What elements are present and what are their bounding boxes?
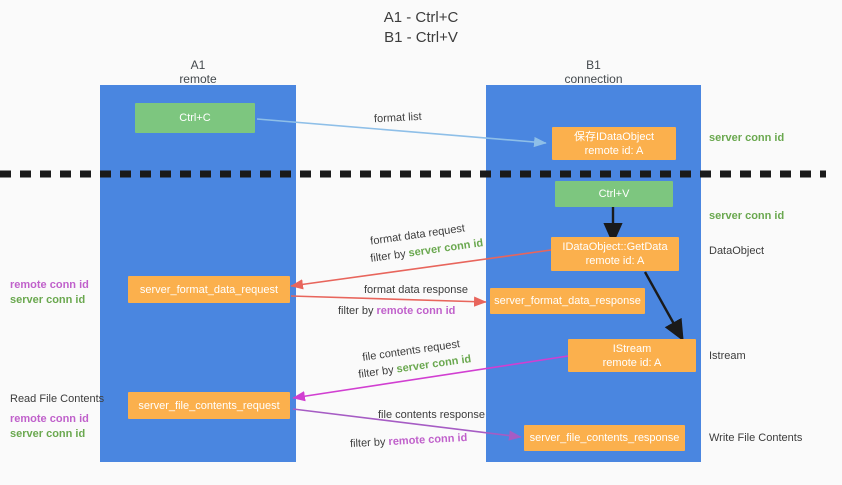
- node-idataobject-getdata[interactable]: IDataObject::GetData remote id: A: [551, 237, 679, 271]
- diagram-title: A1 - Ctrl+C B1 - Ctrl+V: [383, 9, 459, 46]
- left-label-read-file-contents: Read File Contents: [10, 393, 105, 405]
- filter-prefix: filter by: [338, 305, 377, 317]
- edge-label-file-contents-response-filter: filter by remote conn id: [350, 431, 468, 452]
- column-a1-header: A1 remote: [179, 58, 217, 86]
- left-label-conn-ids-1: remote conn id server conn id: [10, 278, 89, 308]
- right-label-server-conn-id-mid: server conn id: [709, 210, 785, 222]
- filter-prefix: filter by: [369, 247, 410, 265]
- left-label-server-conn-id-2: server conn id: [10, 428, 86, 440]
- edge-label-format-data-response-filter: filter by remote conn id: [338, 304, 455, 319]
- node-istream[interactable]: IStream remote id: A: [568, 339, 696, 372]
- node-save-idataobject[interactable]: 保存IDataObject remote id: A: [552, 127, 676, 160]
- node-ctrl-c[interactable]: Ctrl+C: [135, 103, 255, 133]
- column-b1-header: B1 connection: [564, 58, 623, 86]
- node-server-format-data-response[interactable]: server_format_data_response: [490, 288, 645, 314]
- left-label-conn-ids-2: remote conn id server conn id: [10, 412, 89, 442]
- edge-label-format-data-response: format data response: [364, 284, 468, 296]
- node-server-format-data-request[interactable]: server_format_data_request: [128, 276, 290, 303]
- edge-label-file-contents-response: file contents response: [378, 409, 486, 421]
- filter-prefix: filter by: [349, 436, 389, 451]
- edge-label-format-list: format list: [373, 110, 422, 126]
- filter-value-remote-conn-id: remote conn id: [388, 431, 468, 449]
- right-label-dataobject: DataObject: [709, 245, 765, 257]
- left-label-remote-conn-id-1: remote conn id: [10, 279, 89, 291]
- left-label-remote-conn-id-2: remote conn id: [10, 413, 89, 425]
- filter-value-remote-conn-id: remote conn id: [376, 305, 456, 317]
- right-label-write-file-contents: Write File Contents: [709, 432, 803, 444]
- filter-prefix: filter by: [357, 363, 398, 381]
- node-server-file-contents-request[interactable]: server_file_contents_request: [128, 392, 290, 419]
- right-label-server-conn-id-top: server conn id: [709, 132, 785, 144]
- left-label-server-conn-id-1: server conn id: [10, 294, 86, 306]
- node-ctrl-v[interactable]: Ctrl+V: [555, 181, 673, 207]
- right-label-istream: Istream: [709, 350, 746, 362]
- node-server-file-contents-response[interactable]: server_file_contents_response: [524, 425, 685, 451]
